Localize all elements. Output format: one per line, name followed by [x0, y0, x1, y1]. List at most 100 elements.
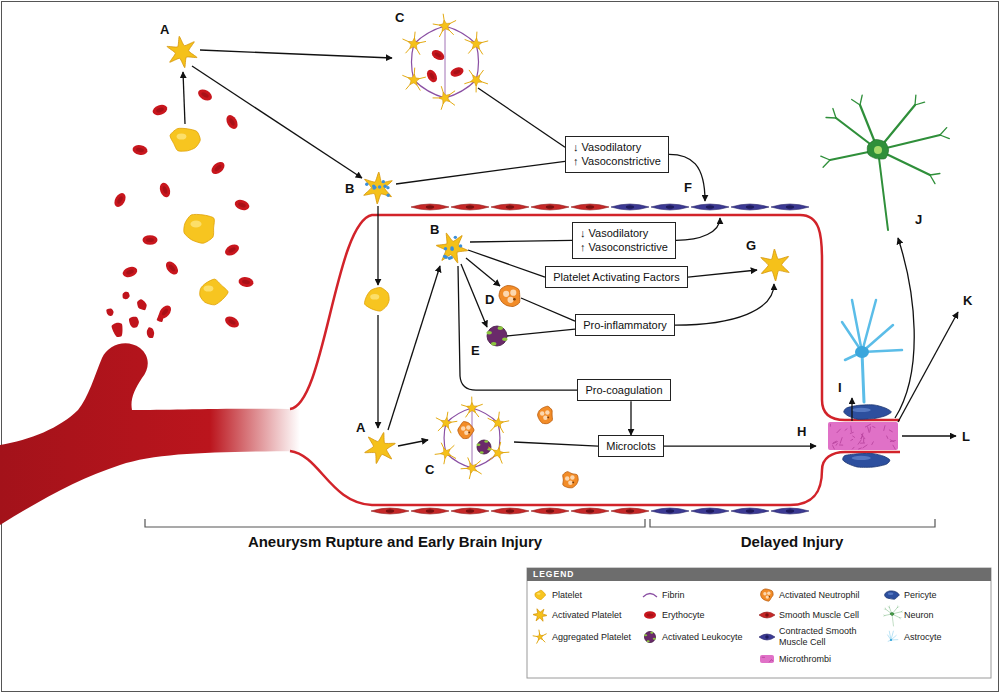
neutrophil-lobe [510, 290, 516, 296]
erythrocyte [157, 303, 174, 321]
callout-letter: F [684, 180, 692, 196]
astrocyte-endfoot [862, 352, 864, 402]
neutrophil-lobe [545, 410, 549, 414]
platelet-granule [372, 186, 375, 189]
aggregated-platelet [439, 20, 450, 31]
platelet-highlight [370, 294, 379, 300]
erythrocyte-center [453, 69, 461, 75]
smooth-muscle-cell [451, 204, 489, 210]
legend-box [527, 568, 991, 678]
erythrocyte-center [429, 72, 436, 80]
neutrophil-lobe [543, 416, 547, 420]
neutrophil-lobe [565, 476, 569, 480]
legend-text: Microthrombi [779, 654, 831, 665]
box-text: ↓ Vasodilatory [573, 140, 641, 154]
neuron-twig [852, 99, 860, 105]
arrow [514, 442, 598, 446]
neuron-twig [823, 160, 830, 167]
leukocyte-receptor [644, 634, 647, 636]
erythrocyte [158, 181, 172, 198]
callout-letter: I [838, 380, 842, 396]
activated-platelet [365, 432, 396, 463]
fibrin [472, 408, 473, 468]
erythrocyte-body [224, 113, 240, 131]
erythrocyte-body [449, 66, 465, 79]
blood-splatter [112, 323, 123, 337]
microthrombi-texture [830, 424, 831, 426]
microthrombi-texture [850, 426, 852, 432]
platelet-granule [373, 186, 376, 189]
arrow [377, 206, 378, 285]
astrocyte-process [889, 631, 891, 640]
astrocyte-process [862, 300, 876, 352]
neutrophil-granule [513, 298, 516, 301]
microthrombi-texture [865, 424, 870, 427]
arrow [200, 50, 392, 58]
cell-nucleus [466, 205, 474, 209]
erythrocyte-center [136, 147, 145, 152]
vessel-wall [290, 451, 900, 505]
erythrocyte-center [162, 186, 168, 195]
neuron-twig [888, 606, 889, 608]
cell-nucleus [765, 635, 769, 639]
leukocyte-receptor [653, 638, 656, 640]
aggregated-platelet [493, 448, 503, 458]
platelet-granule [365, 183, 368, 186]
erythrocyte [209, 160, 227, 177]
smooth-muscle-cell [491, 204, 529, 210]
erythrocyte-center [214, 164, 223, 172]
neuron-twig [826, 117, 836, 119]
contracted-smooth-muscle-cell [759, 634, 775, 640]
erythrocyte-body [132, 144, 148, 156]
legend-header-bar [527, 568, 991, 581]
erythrocyte [238, 276, 254, 288]
erythrocyte-center [168, 264, 176, 273]
neutrophil-lobe [461, 426, 465, 430]
neuron-twig [901, 611, 902, 612]
legend-text: Aggregated Platelet [552, 632, 631, 643]
pericyte-highlight [852, 408, 871, 412]
arrow [192, 66, 362, 178]
arrow [895, 238, 914, 418]
leukocyte [645, 632, 656, 643]
aggregated-platelet [408, 38, 419, 49]
microthrombi-texture [833, 442, 838, 444]
microthrombi-texture [852, 447, 854, 449]
erythrocyte [112, 191, 128, 209]
erythrocyte-center [647, 613, 653, 616]
erythrocyte-body [644, 611, 656, 619]
neuron-twig [899, 618, 901, 619]
neuron-twig [930, 175, 935, 184]
contracted-smooth-muscle-cell [651, 204, 689, 210]
blood-splatter [137, 299, 147, 310]
erythrocyte [425, 68, 439, 84]
aggregated-platelet [439, 92, 450, 103]
callout-letter: C [425, 462, 434, 478]
fibrin [446, 408, 472, 423]
smooth-muscle-cell [491, 508, 529, 514]
smooth-muscle-cell [611, 508, 649, 514]
microthrombi-texture [861, 433, 863, 438]
arrow [388, 266, 440, 430]
legend-text: Smooth Muscle Cell [779, 610, 859, 621]
aggregated-platelet [441, 448, 451, 458]
contracted-smooth-muscle-cell [611, 204, 649, 210]
arrow [898, 312, 958, 422]
arrow [851, 398, 852, 421]
text-box: ↓ Vasodilatory↑ Vasoconstrictive [565, 136, 669, 173]
erythrocyte [644, 611, 656, 619]
leukocyte-receptor [480, 451, 484, 454]
fibrin [445, 26, 476, 44]
microthrombi-texture [863, 438, 864, 442]
microthrombi-texture [772, 660, 773, 662]
microthrombi-texture [873, 426, 875, 427]
erythrocyte [233, 198, 250, 212]
astrocyte-body [855, 346, 869, 358]
legend-text: Neuron [904, 610, 934, 621]
neuron-twig [915, 102, 925, 105]
box-text: ↓ Vasodilatory [580, 226, 648, 240]
cell-nucleus [386, 509, 394, 513]
cell-nucleus [706, 509, 714, 513]
blood-splatter [129, 317, 139, 328]
